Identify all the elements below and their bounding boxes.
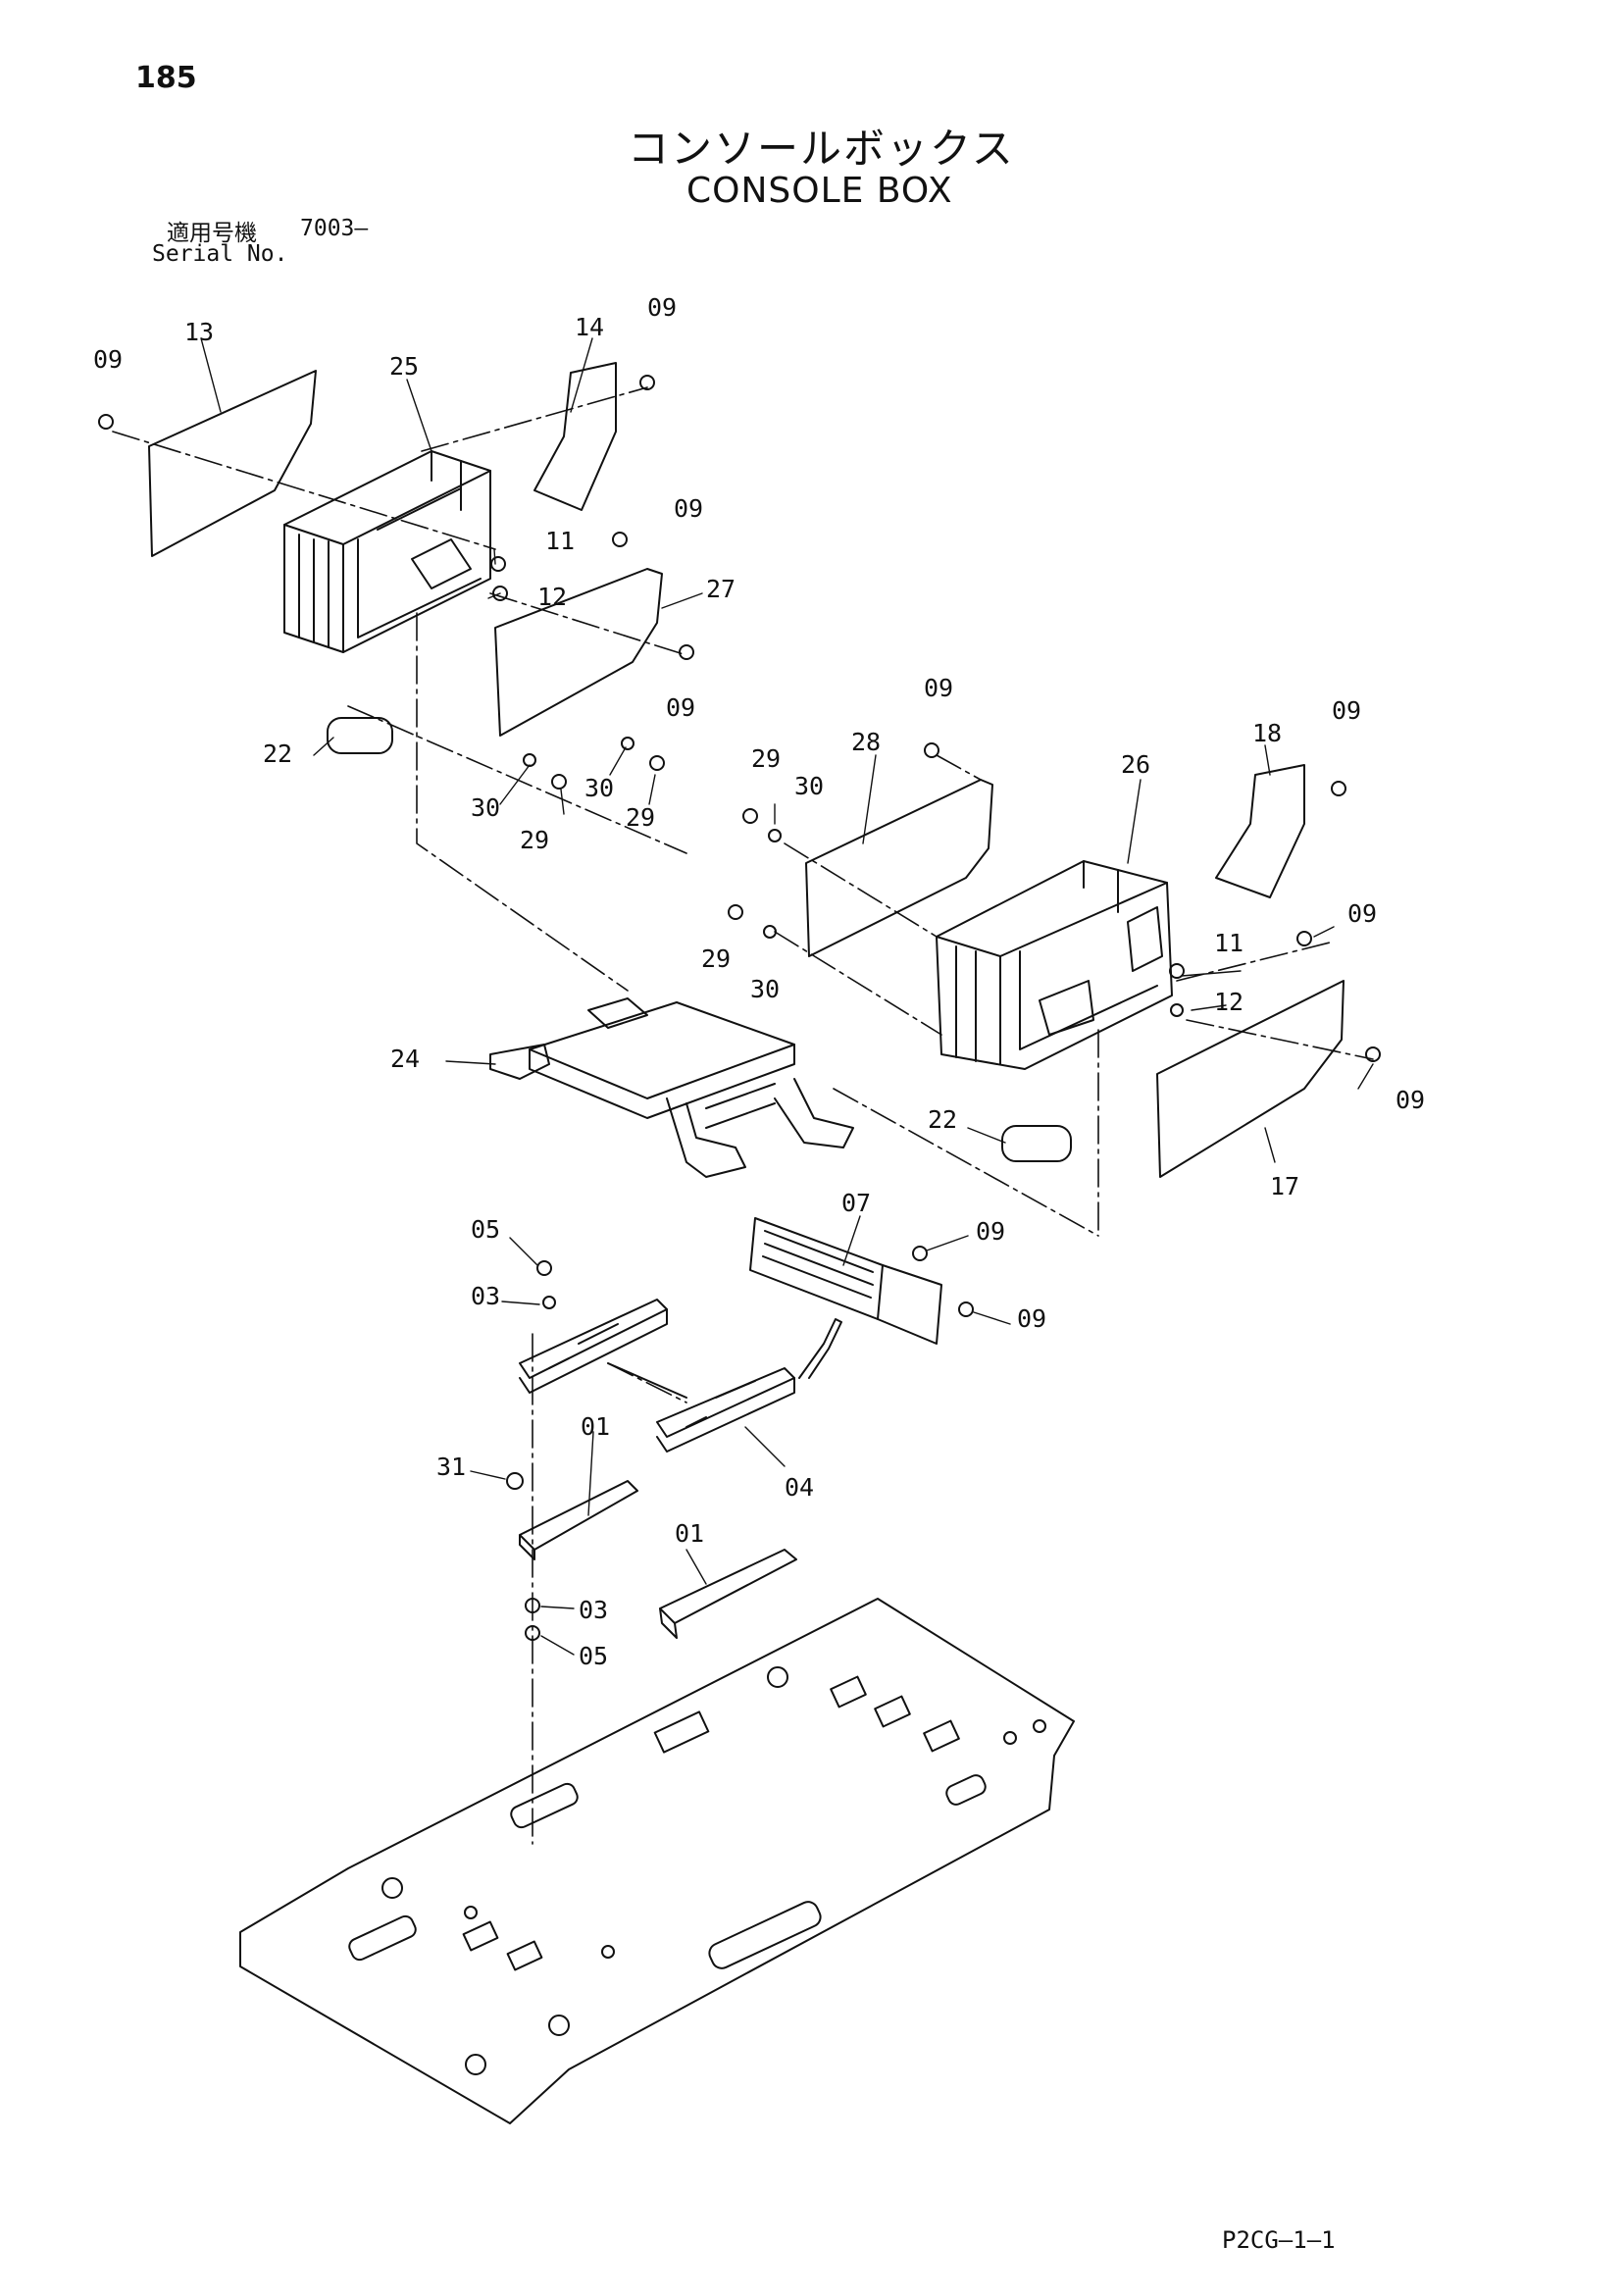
callout-05: 05 bbox=[471, 1215, 500, 1244]
center-lines bbox=[112, 386, 1374, 1845]
panel-28 bbox=[805, 779, 993, 957]
bracket-01-right bbox=[659, 1549, 797, 1639]
callout-01: 01 bbox=[675, 1519, 704, 1548]
serial-label-japanese: 適用号機 bbox=[167, 221, 257, 246]
callout-22: 22 bbox=[263, 740, 292, 768]
callout-01: 01 bbox=[581, 1412, 610, 1441]
callout-28: 28 bbox=[851, 728, 881, 756]
gasket-22-left bbox=[327, 717, 393, 754]
callout-24: 24 bbox=[390, 1045, 420, 1073]
panel-13 bbox=[148, 370, 317, 557]
floor-plate bbox=[239, 1598, 1075, 2124]
callout-18: 18 bbox=[1252, 719, 1282, 747]
callout-09: 09 bbox=[647, 293, 677, 322]
callout-12: 12 bbox=[1214, 988, 1243, 1016]
bolts-and-washers bbox=[98, 375, 1381, 1641]
callout-31: 31 bbox=[436, 1453, 466, 1481]
gasket-22-right bbox=[1001, 1125, 1072, 1162]
title-japanese: コンソールボックス bbox=[628, 125, 1015, 173]
callout-09: 09 bbox=[1347, 899, 1377, 928]
callout-09: 09 bbox=[924, 674, 953, 702]
rail-04 bbox=[656, 1318, 842, 1453]
callouts: 13 25 14 09 09 09 11 12 27 09 22 30 29 3… bbox=[93, 293, 1425, 1670]
serial-label-english: Serial No. bbox=[152, 241, 288, 267]
callout-09: 09 bbox=[666, 693, 695, 722]
callout-03: 03 bbox=[579, 1596, 608, 1624]
callout-13: 13 bbox=[184, 318, 214, 346]
callout-09: 09 bbox=[976, 1217, 1005, 1246]
callout-29: 29 bbox=[626, 803, 655, 832]
callout-09: 09 bbox=[1396, 1086, 1425, 1114]
callout-29: 29 bbox=[520, 826, 549, 854]
callout-30: 30 bbox=[584, 774, 614, 802]
leader-lines bbox=[200, 337, 1374, 1656]
callout-27: 27 bbox=[706, 575, 736, 603]
callout-25: 25 bbox=[389, 352, 419, 381]
callout-29: 29 bbox=[701, 944, 731, 973]
callout-26: 26 bbox=[1121, 750, 1150, 779]
callout-14: 14 bbox=[575, 313, 604, 341]
callout-09: 09 bbox=[1017, 1304, 1046, 1333]
panel-27 bbox=[494, 568, 663, 737]
panel-17 bbox=[1156, 980, 1345, 1178]
callout-05: 05 bbox=[579, 1642, 608, 1670]
callout-03: 03 bbox=[471, 1282, 500, 1310]
callout-30: 30 bbox=[750, 975, 780, 1003]
callout-09: 09 bbox=[1332, 696, 1361, 725]
grille-07 bbox=[749, 1217, 942, 1345]
title-english: CONSOLE BOX bbox=[686, 171, 953, 211]
page-code: P2CG–1–1 bbox=[1222, 2226, 1336, 2254]
serial-value: 7003– bbox=[300, 216, 369, 241]
callout-30: 30 bbox=[471, 793, 500, 822]
callout-30: 30 bbox=[794, 772, 824, 800]
callout-22: 22 bbox=[928, 1105, 957, 1134]
callout-17: 17 bbox=[1270, 1172, 1299, 1200]
console-box-25 bbox=[283, 450, 491, 653]
callout-12: 12 bbox=[537, 583, 567, 611]
base-bracket-24 bbox=[489, 997, 854, 1178]
callout-29: 29 bbox=[751, 744, 781, 773]
page-number: 185 bbox=[135, 61, 197, 95]
rail-left bbox=[519, 1299, 687, 1399]
console-box-26 bbox=[936, 860, 1173, 1070]
callout-04: 04 bbox=[785, 1473, 814, 1502]
plate-18 bbox=[1215, 764, 1305, 898]
callout-11: 11 bbox=[1214, 929, 1243, 957]
callout-09: 09 bbox=[674, 494, 703, 523]
callout-09: 09 bbox=[93, 345, 123, 374]
bracket-01-left bbox=[519, 1480, 638, 1560]
callout-11: 11 bbox=[545, 527, 575, 555]
plate-14 bbox=[533, 362, 617, 511]
callout-07: 07 bbox=[841, 1189, 871, 1217]
